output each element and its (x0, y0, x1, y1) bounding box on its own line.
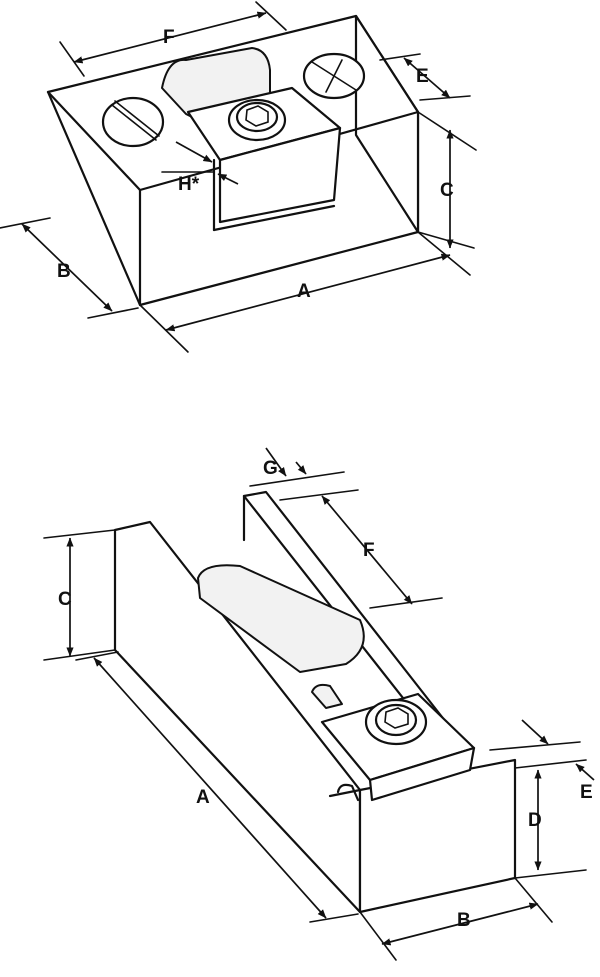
top-label-b: B (57, 261, 71, 282)
bottom-dim-g (249, 447, 345, 487)
top-jaw-left-screw-icon (101, 96, 165, 148)
bottom-dim-f (279, 489, 443, 609)
bottom-label-a: A (196, 787, 210, 808)
bottom-dim-c (43, 529, 116, 661)
bottom-dim-d (514, 759, 587, 879)
top-label-c: C (440, 180, 454, 201)
top-jaw-clamp-front (218, 126, 342, 224)
top-dim-a (139, 231, 471, 353)
bottom-label-e: E (580, 782, 593, 803)
top-dim-b (0, 217, 139, 319)
top-label-a: A (297, 281, 311, 302)
bottom-label-c: C (58, 589, 72, 610)
top-dim-f (59, 1, 287, 77)
top-jaw-right-screw-icon (302, 52, 366, 100)
bottom-jaw: G F C A E D B (43, 447, 595, 961)
top-jaw: F E H* C B A (0, 1, 477, 353)
bottom-dim-e (489, 719, 595, 781)
bottom-jaw-clamp-front (368, 746, 476, 802)
bottom-label-d: D (528, 810, 542, 831)
bottom-label-b: B (457, 910, 471, 931)
bottom-label-f: F (363, 540, 375, 561)
top-dim-h (161, 141, 239, 185)
bottom-jaw-center-slot (197, 564, 365, 673)
top-label-f: F (163, 27, 175, 48)
top-label-e: E (416, 66, 429, 87)
bottom-jaw-clamp-slot (311, 683, 343, 709)
bottom-dim-b (359, 877, 553, 961)
bottom-label-g: G (263, 458, 278, 479)
bottom-dim-a (75, 651, 359, 923)
top-dim-e (379, 53, 471, 101)
top-dim-c (417, 111, 477, 249)
top-label-h: H* (178, 174, 200, 195)
top-jaw-socket-screw-icon (227, 98, 287, 142)
bottom-jaw-socket-screw-icon (364, 698, 428, 746)
